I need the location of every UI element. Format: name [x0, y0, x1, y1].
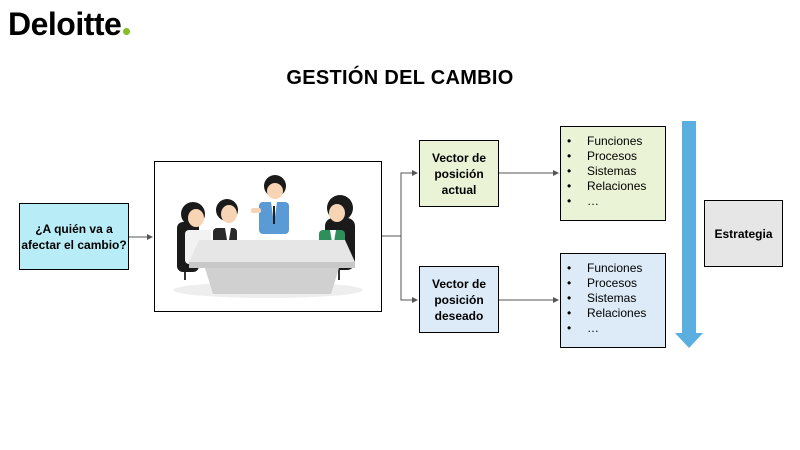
logo-text: Deloitte: [8, 6, 122, 42]
arrow-image-to-vectors: [382, 170, 418, 237]
meeting-people-image: [173, 175, 363, 298]
estrategia-text: Estrategia: [714, 226, 773, 241]
list-item: Relaciones: [567, 306, 661, 321]
meeting-table-icon: [189, 240, 355, 294]
vector-deseado-box: Vector de posición deseado: [419, 266, 499, 333]
big-down-arrow: [675, 121, 703, 348]
list-item: Procesos: [567, 276, 661, 291]
vector-deseado-text: Vector de posición deseado: [431, 276, 487, 323]
list-item: Sistemas: [567, 164, 661, 179]
list-item: …: [567, 194, 661, 209]
list-item: Relaciones: [567, 179, 661, 194]
question-box: ¿A quién va a afectar el cambio?: [19, 203, 129, 270]
list-actual-box: Funciones Procesos Sistemas Relaciones …: [560, 126, 666, 221]
arrow-image-to-deseado: [400, 236, 418, 303]
list-item: Funciones: [567, 134, 661, 149]
list-item: …: [567, 321, 661, 336]
vector-actual-box: Vector de posición actual: [419, 140, 499, 207]
meeting-illustration: [154, 161, 382, 312]
logo-green-dot: [123, 28, 131, 35]
list-deseado-box: Funciones Procesos Sistemas Relaciones …: [560, 253, 666, 348]
person-standing-icon: [251, 175, 289, 234]
estrategia-box: Estrategia: [704, 200, 783, 267]
list-item: Procesos: [567, 149, 661, 164]
list-item: Sistemas: [567, 291, 661, 306]
list-item: Funciones: [567, 261, 661, 276]
vector-actual-text: Vector de posición actual: [431, 150, 487, 197]
deloitte-logo: Deloitte: [8, 6, 131, 43]
page-title: GESTIÓN DEL CAMBIO: [286, 67, 514, 89]
question-text: ¿A quién va a afectar el cambio?: [21, 221, 127, 252]
